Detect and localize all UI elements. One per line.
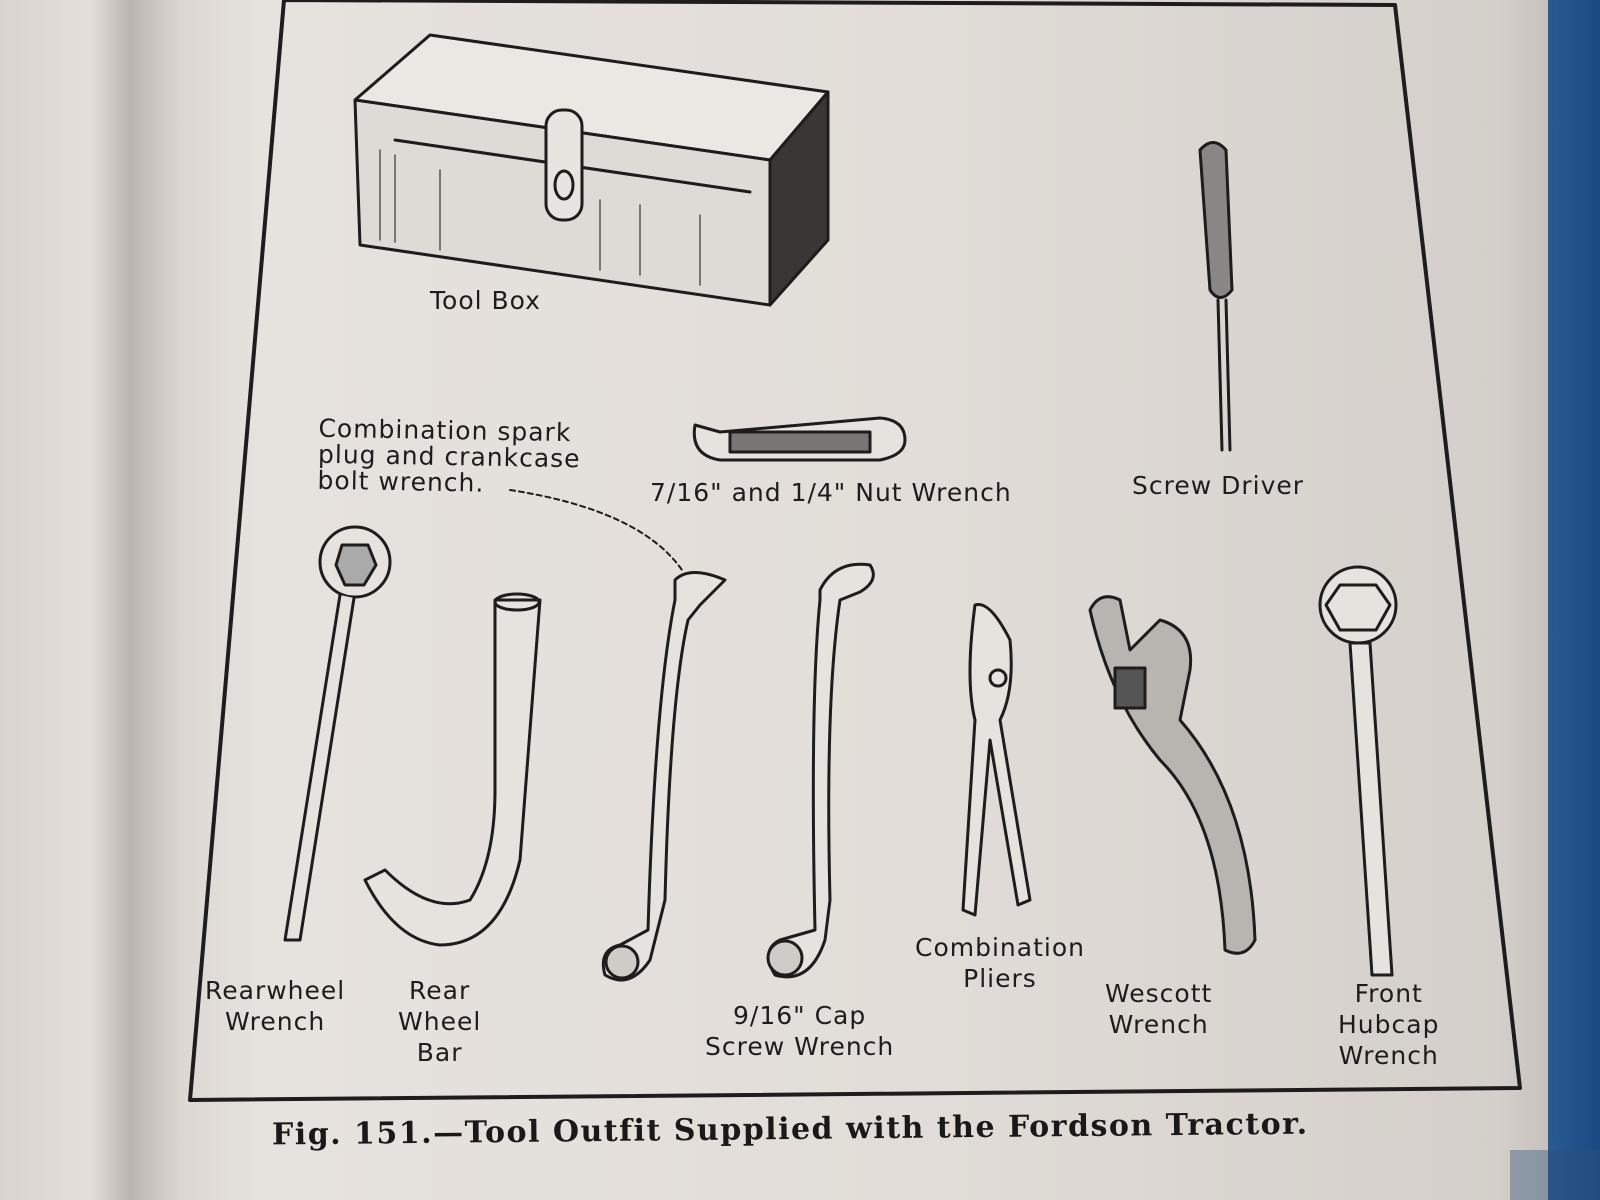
cap-screw-wrench-drawing — [766, 562, 875, 979]
figure-frame — [188, 0, 1522, 1102]
book-cover-shadow — [1510, 1150, 1600, 1200]
screw-driver-drawing — [1198, 141, 1234, 452]
nut-wrench-drawing — [692, 416, 907, 462]
combination-pliers-drawing — [961, 602, 1032, 917]
label-rearwheel-wrench: Rearwheel Wrench — [205, 976, 346, 1036]
label-front-hubcap-wrench: Front Hubcap Wrench — [1338, 979, 1440, 1070]
book-cover-edge — [1548, 0, 1600, 1200]
label-screw-driver: Screw Driver — [1132, 471, 1305, 500]
label-wescott-wrench: Wescott Wrench — [1105, 979, 1213, 1039]
label-combination-pliers: Combination Pliers — [915, 933, 1085, 993]
leader-arrow — [509, 489, 683, 571]
tool-box-drawing — [353, 33, 830, 307]
label-tool-box: Tool Box — [430, 286, 541, 315]
wescott-wrench-drawing — [1088, 595, 1257, 955]
front-hubcap-wrench-drawing — [1318, 565, 1398, 977]
rearwheel-wrench-drawing — [283, 525, 392, 942]
label-cap-screw-wrench: 9/16" Cap Screw Wrench — [705, 1001, 895, 1061]
combination-wrench-drawing — [601, 571, 727, 982]
label-nut-wrench: 7/16" and 1/4" Nut Wrench — [650, 478, 1012, 507]
label-rear-wheel-bar: Rear Wheel Bar — [398, 976, 482, 1067]
rear-wheel-bar-drawing — [363, 592, 542, 947]
label-combination-wrench: Combination spark plug and crankcase bol… — [317, 413, 581, 498]
